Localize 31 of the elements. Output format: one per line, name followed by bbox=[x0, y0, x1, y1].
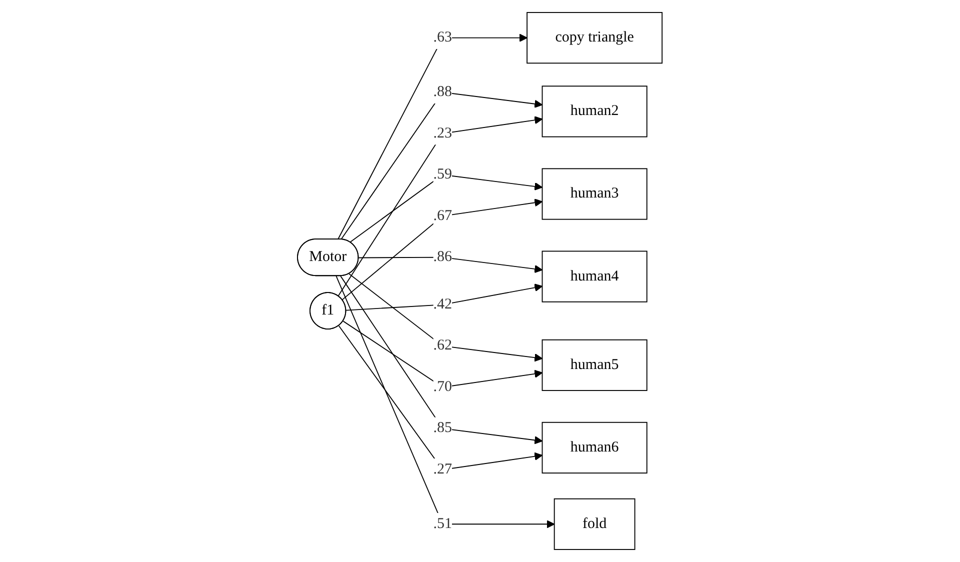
arrow bbox=[358, 256, 543, 274]
arrow bbox=[338, 325, 543, 470]
edge-label: .23 bbox=[433, 125, 452, 142]
arrow bbox=[342, 320, 543, 388]
edge-label: .70 bbox=[433, 378, 452, 395]
edge-label: .59 bbox=[433, 166, 452, 182]
edge-label: .51 bbox=[433, 516, 452, 532]
node-box: fold bbox=[554, 498, 636, 550]
arrow bbox=[338, 116, 543, 297]
node-box: human2 bbox=[542, 86, 648, 138]
edge-label: .88 bbox=[433, 84, 452, 100]
arrow bbox=[336, 276, 555, 528]
edge-label: .67 bbox=[433, 208, 452, 224]
edge-label: .86 bbox=[433, 248, 452, 265]
node-box: human3 bbox=[542, 168, 648, 220]
edge-label: .85 bbox=[433, 420, 452, 436]
edge-label: .42 bbox=[433, 296, 452, 312]
arrow bbox=[338, 34, 528, 240]
edge-label: .27 bbox=[433, 461, 452, 478]
node-box: human6 bbox=[542, 422, 648, 474]
node-box: human5 bbox=[542, 339, 648, 391]
arrow bbox=[340, 92, 543, 240]
node-box: human4 bbox=[542, 250, 648, 302]
arrow bbox=[340, 276, 543, 444]
arrow bbox=[348, 273, 543, 362]
edge-label: .62 bbox=[433, 338, 452, 354]
arrow bbox=[342, 198, 543, 300]
arrow bbox=[346, 284, 543, 311]
arrow bbox=[350, 174, 543, 243]
edge-label: .63 bbox=[433, 29, 452, 46]
node-box: copy triangle bbox=[526, 12, 663, 64]
